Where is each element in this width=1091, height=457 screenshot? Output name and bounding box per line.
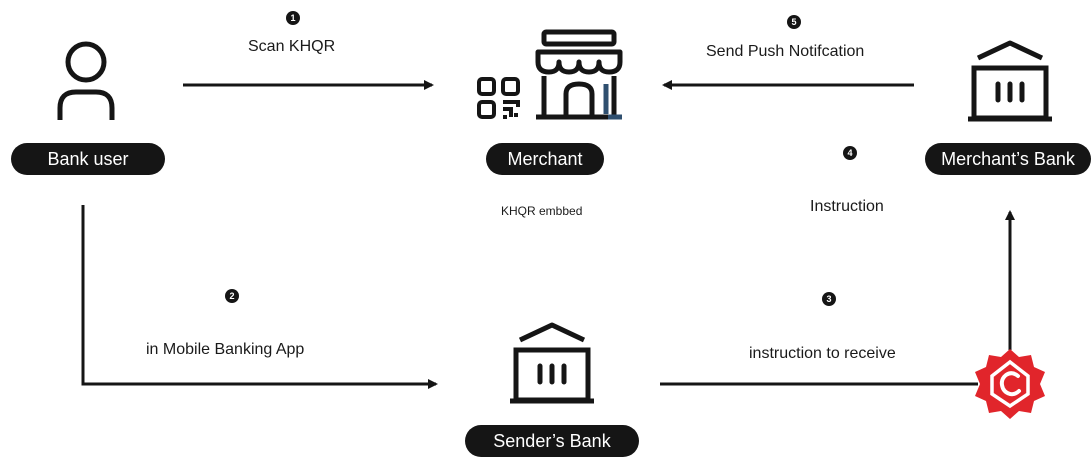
storefront-icon bbox=[535, 29, 623, 120]
step-2-label: in Mobile Banking App bbox=[146, 341, 305, 358]
step-3-label: instruction to receive bbox=[749, 345, 896, 362]
node-senders-bank: Sender’s Bank bbox=[465, 425, 639, 457]
step-4-marker: 4 bbox=[843, 146, 857, 160]
step-4-label: Instruction bbox=[810, 198, 884, 215]
bank-building-icon bbox=[968, 40, 1052, 122]
arrow-mobile-banking bbox=[81, 205, 438, 389]
khqr-embedded-label: KHQR embbed bbox=[501, 204, 583, 218]
person-icon bbox=[57, 41, 115, 120]
step-1-label: Scan KHQR bbox=[248, 38, 336, 55]
node-merchants-bank: Merchant’s Bank bbox=[925, 143, 1091, 175]
step-2-marker: 2 bbox=[225, 289, 239, 303]
bakong-logo-icon bbox=[975, 349, 1045, 419]
qr-code-icon bbox=[477, 77, 520, 119]
bank-building-icon bbox=[510, 322, 594, 404]
node-bank-user: Bank user bbox=[11, 143, 165, 175]
step-5-marker: 5 bbox=[787, 15, 801, 29]
node-merchant: Merchant bbox=[486, 143, 604, 175]
step-3-marker: 3 bbox=[822, 292, 836, 306]
step-5-label: Send Push Notifcation bbox=[706, 43, 865, 60]
step-1-marker: 1 bbox=[286, 11, 300, 25]
